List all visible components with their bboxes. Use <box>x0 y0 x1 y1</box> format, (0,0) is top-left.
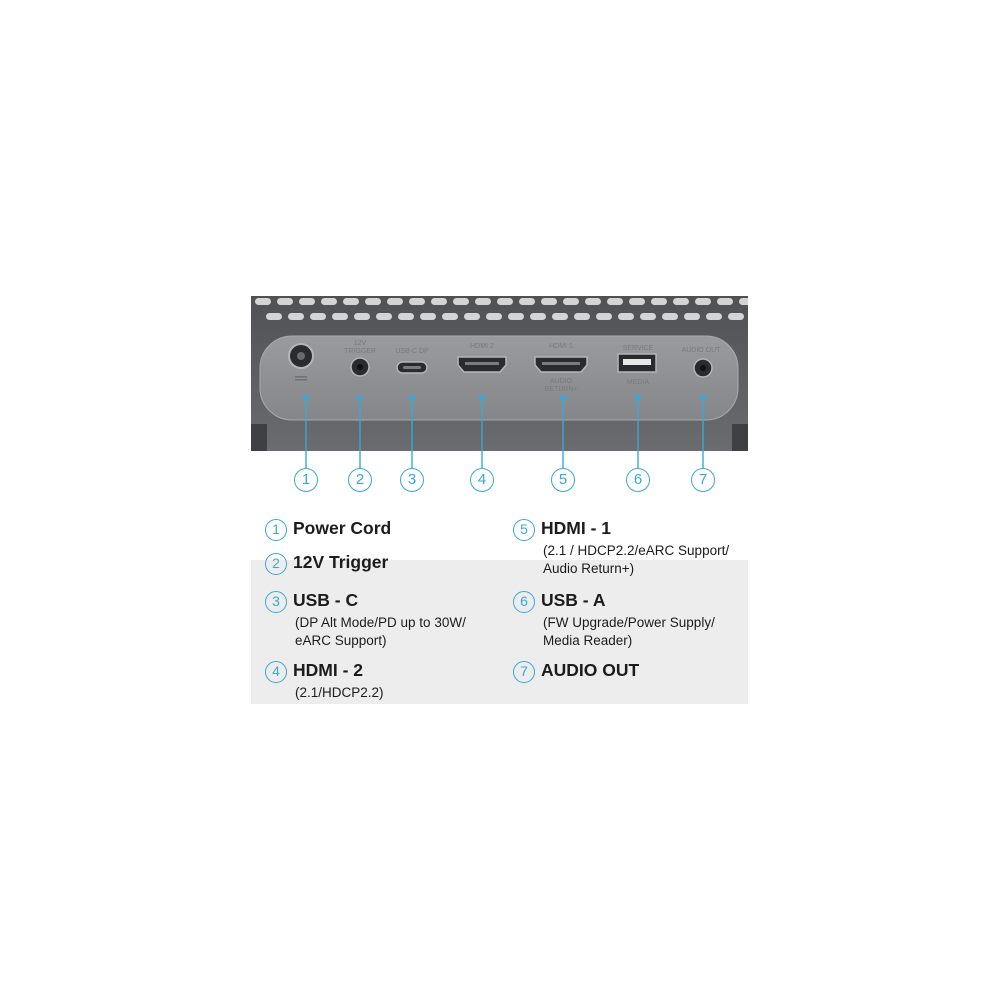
legend-subtitle: (2.1 / HDCP2.2/eARC Support/ Audio Retur… <box>543 543 730 576</box>
legend-number: 6 <box>513 591 535 613</box>
vent-hole <box>486 313 502 320</box>
vent-hole <box>508 313 524 320</box>
legend-number: 4 <box>265 661 287 683</box>
vent-hole <box>343 298 359 305</box>
vent-hole <box>365 298 381 305</box>
legend-title: Power Cord <box>293 518 392 538</box>
vent-hole <box>618 313 634 320</box>
vent-hole <box>442 313 458 320</box>
vent-hole <box>255 298 271 305</box>
callout-7: 7 <box>691 468 715 492</box>
right-foot <box>732 424 748 451</box>
audio-out-label: AUDIO OUT <box>682 347 722 354</box>
hdmi1-sub-label-1: AUDIO <box>550 378 573 385</box>
callout-1: 1 <box>294 468 318 492</box>
vent-hole <box>662 313 678 320</box>
legend-subtitle: (DP Alt Mode/PD up to 30W/ eARC Support) <box>295 615 466 648</box>
vent-hole <box>530 313 546 320</box>
power-port <box>288 343 314 381</box>
legend-number: 3 <box>265 591 287 613</box>
vent-hole <box>277 298 293 305</box>
leader-lines <box>305 398 704 468</box>
vent-hole <box>574 313 590 320</box>
vent-hole <box>310 313 326 320</box>
legend-subtitle: (2.1/HDCP2.2) <box>295 685 384 700</box>
vent-hole <box>288 313 304 320</box>
callout-2: 2 <box>348 468 372 492</box>
usba-port <box>617 353 657 373</box>
vent-hole <box>563 298 579 305</box>
vent-hole <box>299 298 315 305</box>
vent-hole <box>585 298 601 305</box>
vent-hole <box>684 313 700 320</box>
left-foot <box>251 424 267 451</box>
vent-hole <box>673 298 689 305</box>
legend-title: USB - A <box>541 590 606 610</box>
vent-hole <box>629 298 645 305</box>
hdmi2-port <box>457 356 507 373</box>
vent-hole <box>739 298 748 305</box>
legend-subtitle: (FW Upgrade/Power Supply/ Media Reader) <box>543 615 715 648</box>
vent-hole <box>717 298 733 305</box>
media-label: MEDIA <box>627 379 650 386</box>
vent-hole <box>420 313 436 320</box>
vent-hole <box>453 298 469 305</box>
vent-hole <box>651 298 667 305</box>
legend-number: 7 <box>513 661 535 683</box>
vent-hole <box>332 313 348 320</box>
vent-hole <box>640 313 656 320</box>
vent-hole <box>541 298 557 305</box>
hdmi1-sub-label-2: RETURN+ <box>544 386 577 393</box>
legend-number: 1 <box>265 519 287 541</box>
projector-rear-panel: 12V TRIGGER USB-C DP HDMI 2 HDMI 1 AUDIO… <box>251 296 748 451</box>
callout-6: 6 <box>626 468 650 492</box>
trigger-label-line1: 12V <box>354 340 367 347</box>
legend-number: 2 <box>265 553 287 575</box>
vent-hole <box>387 298 403 305</box>
vent-hole <box>409 298 425 305</box>
vent-hole <box>552 313 568 320</box>
vent-hole <box>266 313 282 320</box>
vent-hole <box>519 298 535 305</box>
vent-hole <box>706 313 722 320</box>
vent-hole <box>596 313 612 320</box>
vent-hole <box>431 298 447 305</box>
legend-title: AUDIO OUT <box>541 660 640 680</box>
legend-title: HDMI - 2 <box>293 660 363 680</box>
hdmi1-label: HDMI 1 <box>549 343 573 350</box>
vent-hole <box>695 298 711 305</box>
background-band <box>251 560 748 704</box>
service-label: SERVICE <box>623 345 654 352</box>
vent-hole <box>354 313 370 320</box>
vent-hole <box>475 298 491 305</box>
vent-grille <box>255 298 748 320</box>
audio-out-port <box>693 358 713 378</box>
vent-hole <box>728 313 744 320</box>
legend-title: 12V Trigger <box>293 552 389 572</box>
vent-hole <box>398 313 414 320</box>
vent-hole <box>376 313 392 320</box>
usbc-port <box>396 361 428 374</box>
callout-5: 5 <box>551 468 575 492</box>
product-diagram: 12V TRIGGER USB-C DP HDMI 2 HDMI 1 AUDIO… <box>251 296 748 704</box>
legend-title: HDMI - 1 <box>541 518 611 538</box>
legend-title: USB - C <box>293 590 359 610</box>
callout-3: 3 <box>400 468 424 492</box>
hdmi1-port <box>534 356 588 373</box>
hdmi2-label: HDMI 2 <box>470 343 494 350</box>
trigger-port <box>350 357 370 377</box>
vent-hole <box>497 298 513 305</box>
trigger-label-line2: TRIGGER <box>344 348 376 355</box>
callout-4: 4 <box>470 468 494 492</box>
usbc-label: USB-C DP <box>395 348 429 355</box>
vent-hole <box>321 298 337 305</box>
vent-hole <box>464 313 480 320</box>
legend-number: 5 <box>513 519 535 541</box>
vent-hole <box>607 298 623 305</box>
